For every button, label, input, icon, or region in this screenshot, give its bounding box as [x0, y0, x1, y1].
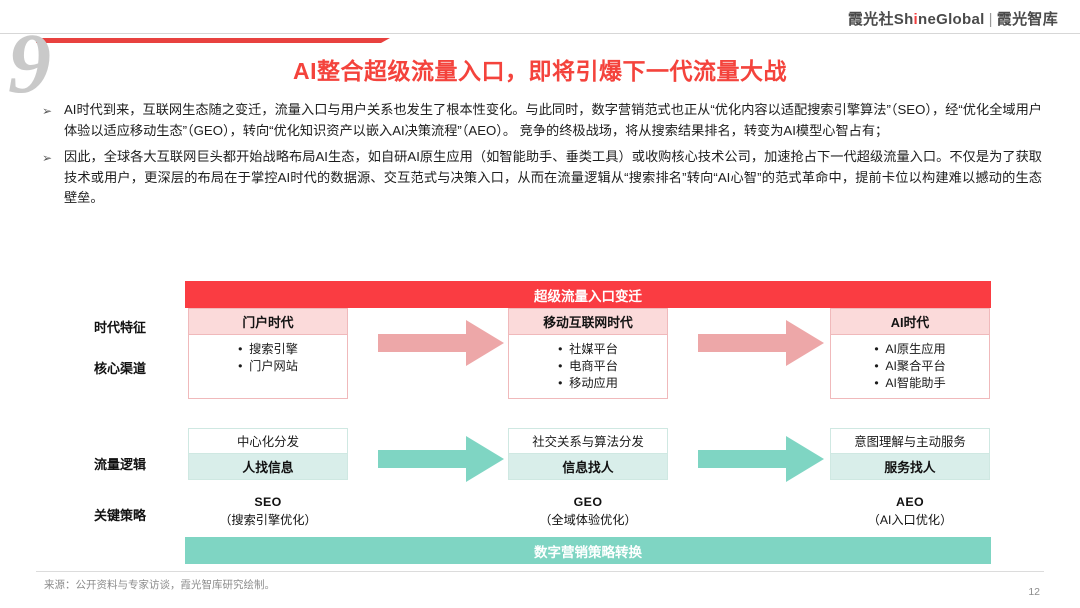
strategy-1: GEO （全域体验优化） [508, 495, 668, 528]
list-item: 社媒平台 [509, 341, 667, 358]
list-item: 门户网站 [189, 358, 347, 375]
bullet-arrow-icon: ➢ [42, 151, 53, 165]
logic-bottom-label: 人找信息 [188, 454, 348, 480]
list-item: ➢ AI时代到来，互联网生态随之变迁，流量入口与用户关系也发生了根本性变化。与此… [42, 100, 1042, 141]
transition-arrow-teal-1 [698, 430, 828, 490]
logic-top-label: 中心化分发 [188, 428, 348, 454]
logic-top-label: 社交关系与算法分发 [508, 428, 668, 454]
list-item: AI智能助手 [831, 375, 989, 392]
list-item: 搜索引擎 [189, 341, 347, 358]
brand-name-cn: 霞光社 [847, 11, 894, 28]
strategy-0: SEO （搜索引擎优化） [188, 495, 348, 528]
footer-divider [36, 571, 1044, 572]
list-item: ➢ 因此，全球各大互联网巨头都开始战略布局AI生态，如自研AI原生应用（如智能助… [42, 147, 1042, 209]
list-item: AI聚合平台 [831, 358, 989, 375]
strategy-code: SEO [254, 495, 282, 509]
header-divider [0, 33, 1080, 34]
row-label-channel: 核心渠道 [93, 361, 146, 376]
page-number: 12 [1028, 586, 1040, 598]
era-card-2: AI时代 AI原生应用 AI聚合平台 AI智能助手 [830, 308, 990, 399]
logic-top-label: 意图理解与主动服务 [830, 428, 990, 454]
era-card-1: 移动互联网时代 社媒平台 电商平台 移动应用 [508, 308, 668, 399]
brand-divider: | [988, 11, 993, 28]
list-item: AI原生应用 [831, 341, 989, 358]
list-item: 电商平台 [509, 358, 667, 375]
transition-arrow-teal-0 [378, 430, 508, 490]
bullet-text: 因此，全球各大互联网巨头都开始战略布局AI生态，如自研AI原生应用（如智能助手、… [64, 149, 1042, 205]
brand-name-en-post: neGlobal [918, 11, 985, 28]
diagram-title-banner: 超级流量入口变迁 [185, 281, 991, 308]
strategy-2: AEO （AI入口优化） [830, 495, 990, 528]
bullet-text: AI时代到来，互联网生态随之变迁，流量入口与用户关系也发生了根本性变化。与此同时… [64, 102, 1042, 138]
transition-arrow-pink-1 [698, 308, 828, 378]
brand-name-en-accent: i [913, 11, 919, 28]
row-label-logic: 流量逻辑 [93, 457, 146, 472]
row-label-era: 时代特征 [93, 320, 146, 335]
flow-diagram: 超级流量入口变迁 时代特征 核心渠道 流量逻辑 关键策略 门户时代 搜索引擎 门… [0, 270, 1080, 570]
era-card-0: 门户时代 搜索引擎 门户网站 [188, 308, 348, 399]
logic-card-1: 社交关系与算法分发 信息找人 [508, 428, 668, 480]
era-channels: 社媒平台 电商平台 移动应用 [508, 335, 668, 399]
diagram-footer-banner: 数字营销策略转换 [185, 537, 991, 564]
strategy-desc: （搜索引擎优化） [219, 513, 317, 527]
era-title: 移动互联网时代 [508, 308, 668, 335]
section-number-watermark: 9 [8, 15, 51, 111]
era-title: AI时代 [830, 308, 990, 335]
source-note: 来源：公开资料与专家访谈，霞光智库研究绘制。 [44, 579, 275, 591]
era-channels: 搜索引擎 门户网站 [188, 335, 348, 399]
title-accent-bar [36, 38, 390, 43]
logic-card-2: 意图理解与主动服务 服务找人 [830, 428, 990, 480]
era-channels: AI原生应用 AI聚合平台 AI智能助手 [830, 335, 990, 399]
row-label-strategy: 关键策略 [93, 508, 146, 523]
brand-think-tank: 霞光智库 [996, 11, 1058, 28]
logic-bottom-label: 服务找人 [830, 454, 990, 480]
era-title: 门户时代 [188, 308, 348, 335]
bullet-list: ➢ AI时代到来，互联网生态随之变迁，流量入口与用户关系也发生了根本性变化。与此… [42, 100, 1042, 215]
strategy-code: AEO [895, 495, 925, 509]
brand-name-en-pre: Sh [893, 11, 914, 28]
logic-card-0: 中心化分发 人找信息 [188, 428, 348, 480]
strategy-desc: （AI入口优化） [867, 513, 953, 527]
transition-arrow-pink-0 [378, 308, 508, 378]
strategy-desc: （全域体验优化） [539, 513, 637, 527]
bullet-arrow-icon: ➢ [42, 104, 53, 118]
list-item: 移动应用 [509, 375, 667, 392]
brand-logo: 霞光社ShineGlobal|霞光智库 [848, 8, 1058, 29]
logic-bottom-label: 信息找人 [508, 454, 668, 480]
page-title: AI整合超级流量入口，即将引爆下一代流量大战 [293, 58, 787, 84]
strategy-code: GEO [573, 495, 603, 509]
